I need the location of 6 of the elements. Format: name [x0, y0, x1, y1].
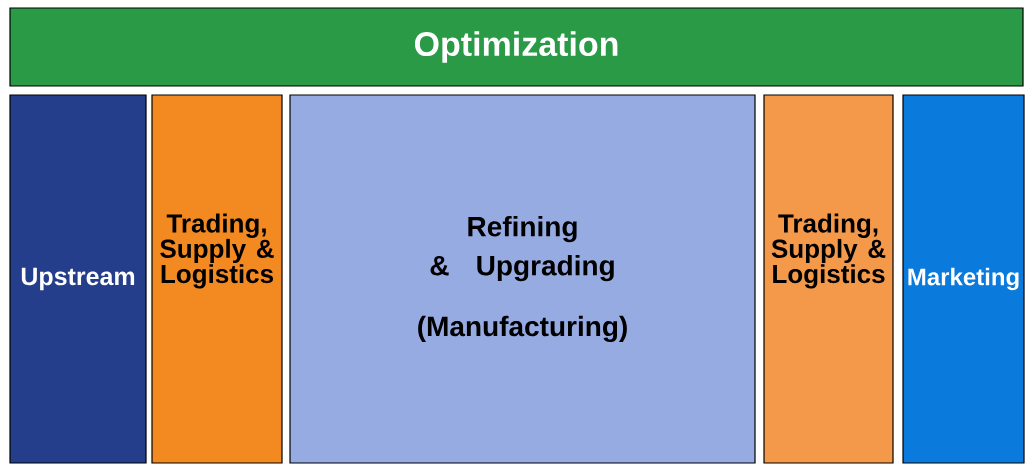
stage-box: Upstream — [9, 94, 147, 464]
stage-box: Refining & Upgrading (Manufacturing) — [289, 94, 756, 464]
stage-box: Trading, Supply & Logistics — [763, 94, 894, 464]
stage-box: Trading, Supply & Logistics — [151, 94, 283, 464]
stage-box: Marketing — [902, 94, 1025, 464]
title-band: Optimization — [9, 7, 1024, 87]
